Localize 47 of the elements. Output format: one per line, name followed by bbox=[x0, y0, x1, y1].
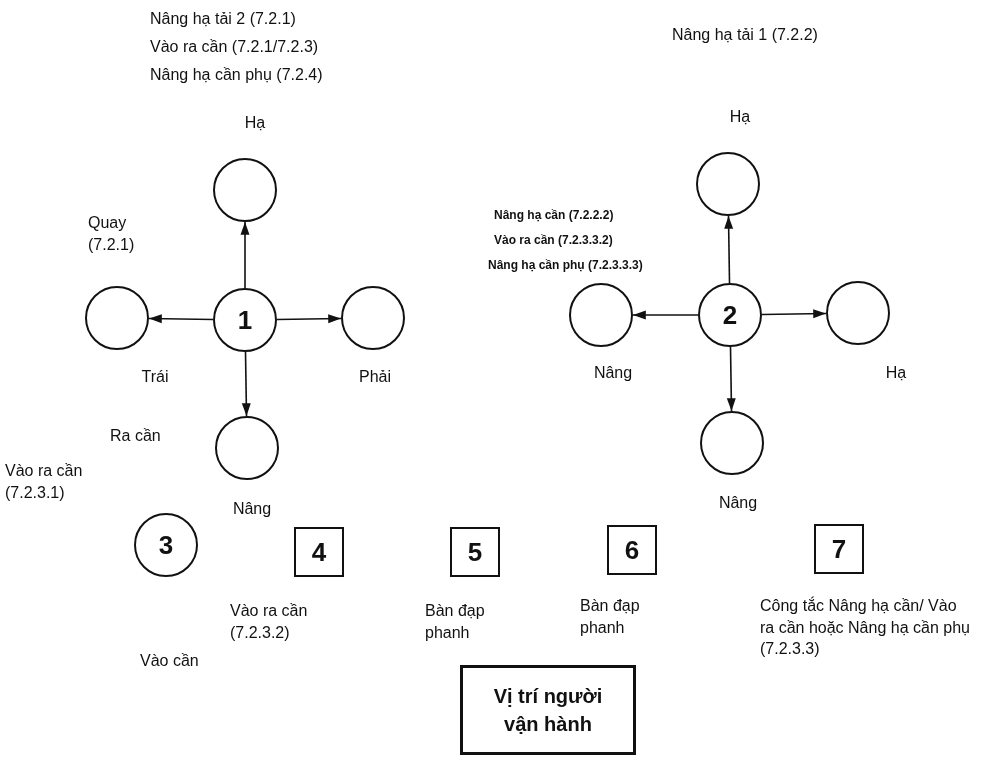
caption-text: Vào ra cần (7.2.3.2) bbox=[230, 601, 309, 643]
caption-text: Nâng bbox=[592, 363, 634, 383]
arrow bbox=[761, 309, 827, 319]
caption-text: Hạ bbox=[243, 113, 267, 133]
numbered-box: 5 bbox=[450, 527, 500, 577]
numbered-circle: 3 bbox=[134, 513, 198, 577]
arrow bbox=[240, 221, 250, 289]
arrow bbox=[276, 314, 342, 324]
note-text: Quay (7.2.1) bbox=[88, 213, 136, 255]
control-circle bbox=[215, 416, 279, 480]
arrow bbox=[724, 215, 734, 284]
operator-position-box: Vị trí người vận hành bbox=[460, 665, 636, 755]
numbered-circle: 2 bbox=[698, 283, 762, 347]
note-text: Vào cần bbox=[140, 651, 200, 671]
caption-text: Nâng bbox=[717, 493, 759, 513]
note-text: Nâng hạ cần phụ (7.2.4) bbox=[150, 65, 324, 85]
caption-text: Ra cần bbox=[110, 426, 162, 446]
numbered-box: 7 bbox=[814, 524, 864, 574]
caption-text: Hạ bbox=[728, 107, 752, 127]
control-circle bbox=[85, 286, 149, 350]
note-text: Nâng hạ cần (7.2.2.2) bbox=[494, 207, 615, 224]
note-text: Nâng hạ cần phụ (7.2.3.3.3) bbox=[488, 257, 644, 274]
caption-text: Bàn đạp phanh bbox=[580, 596, 641, 638]
arrow bbox=[632, 310, 699, 320]
numbered-box: 6 bbox=[607, 525, 657, 575]
caption-text: Bàn đạp phanh bbox=[425, 601, 486, 643]
arrow bbox=[148, 314, 214, 324]
arrow bbox=[726, 346, 736, 412]
control-circle bbox=[213, 158, 277, 222]
control-circle bbox=[696, 152, 760, 216]
numbered-box: 4 bbox=[294, 527, 344, 577]
caption-text: Phải bbox=[358, 367, 392, 387]
caption-text: Vào ra cần (7.2.3.1) bbox=[5, 461, 84, 503]
control-circle bbox=[826, 281, 890, 345]
caption-text: Trái bbox=[140, 367, 170, 387]
numbered-circle: 1 bbox=[213, 288, 277, 352]
control-circle bbox=[569, 283, 633, 347]
note-text: Nâng hạ tải 2 (7.2.1) bbox=[150, 9, 297, 29]
caption-text: Công tắc Nâng hạ cần/ Vào ra cần hoặc Nâng hạ cần phụ (7.2.3.3) bbox=[760, 595, 971, 660]
control-circle bbox=[700, 411, 764, 475]
note-text: Nâng hạ tải 1 (7.2.2) bbox=[672, 25, 819, 45]
control-circle bbox=[341, 286, 405, 350]
arrow bbox=[241, 351, 251, 417]
caption-text: Nâng bbox=[231, 499, 273, 519]
note-text: Vào ra cần (7.2.1/7.2.3) bbox=[150, 37, 320, 57]
caption-text: Hạ bbox=[884, 363, 908, 383]
note-text: Vào ra cần (7.2.3.3.2) bbox=[494, 232, 614, 249]
